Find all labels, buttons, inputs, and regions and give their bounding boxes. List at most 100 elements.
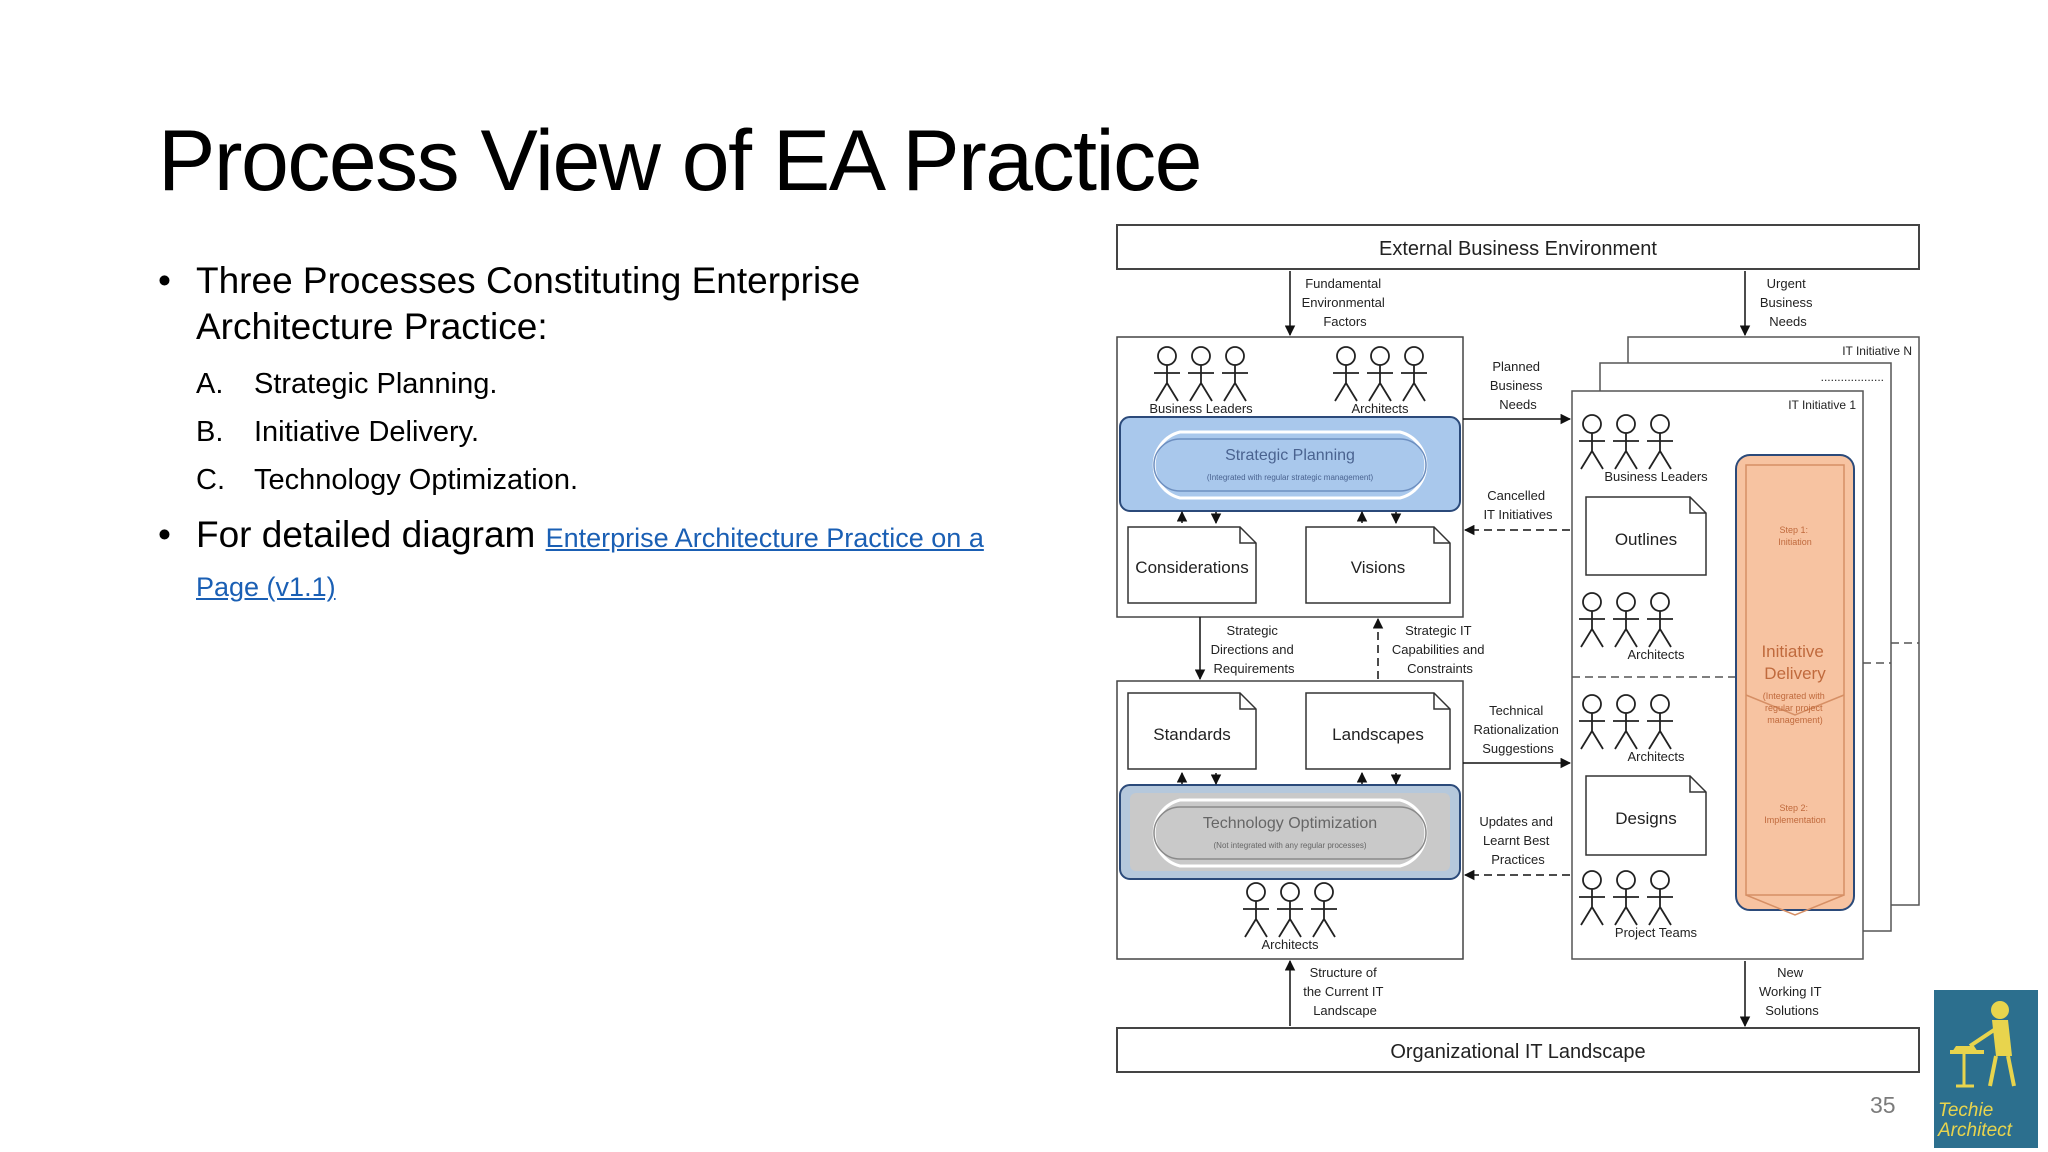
step1-line: Initiation [1778, 537, 1812, 547]
architects-label: Architects [1351, 401, 1409, 416]
person-icon [1154, 346, 1180, 402]
initiative-chevron [1745, 694, 1845, 716]
initiative-delivery-line: Initiative [1761, 642, 1823, 661]
bullet-item: • For detailed diagram Enterprise Archit… [158, 512, 1018, 610]
list-letter: B. [196, 416, 224, 448]
planned-needs-label: Planned Business Needs [1490, 359, 1546, 412]
people-groups [1154, 346, 1673, 938]
org-landscape-box [1116, 1027, 1920, 1073]
person-icon [1613, 870, 1639, 926]
strategic-planning-block [1119, 416, 1461, 512]
updates-practices-label: Updates and Learnt Best Practices [1479, 814, 1556, 867]
list-text: Technology Optimization. [254, 464, 578, 496]
list-letter: A. [196, 368, 224, 400]
logo-text: Architect [1938, 1120, 2012, 1141]
label-line: Cancelled [1487, 488, 1545, 503]
architects-label: Architects [1627, 749, 1685, 764]
architects-group [1243, 882, 1337, 938]
standards-label: Standards [1153, 725, 1231, 744]
technology-optimization-sub: (Not integrated with any regular process… [1214, 841, 1367, 850]
person-icon [1647, 870, 1673, 926]
list-item: A. Strategic Planning. [196, 360, 1018, 408]
logo-figure-icon [1950, 1001, 2016, 1088]
person-icon [1222, 346, 1248, 402]
urgent-needs-label: Urgent Business Needs [1760, 276, 1816, 329]
bullet-list: • Three Processes Constituting Enterpris… [158, 258, 1018, 610]
external-env-label: External Business Environment [1379, 238, 1657, 260]
sub-list: A. Strategic Planning. B.Initiative Deliv… [196, 360, 1018, 504]
person-icon [1188, 346, 1214, 402]
bullet-dot: • [158, 260, 171, 301]
label-line: Needs [1499, 397, 1537, 412]
person-icon [1277, 882, 1303, 938]
label-line: IT Initiatives [1483, 507, 1553, 522]
list-item: B.Initiative Delivery. [196, 408, 1018, 456]
landscapes-doc [1305, 692, 1451, 770]
label-line: the Current IT [1303, 984, 1383, 999]
initiative-delivery-block [1735, 454, 1855, 911]
considerations-doc [1127, 526, 1257, 604]
cancelled-initiatives-label: Cancelled IT Initiatives [1483, 488, 1553, 522]
project-teams-label: Project Teams [1615, 925, 1698, 940]
initiative-delivery-line: Delivery [1764, 664, 1826, 683]
fundamental-factors-label: Fundamental Environmental Factors [1302, 276, 1389, 329]
step2-line: Step 2: [1779, 803, 1808, 813]
step2-label: Step 2: Implementation [1764, 803, 1826, 825]
visions-label: Visions [1351, 558, 1406, 577]
label-line: Capabilities and [1392, 642, 1485, 657]
bullet-dot: • [158, 514, 171, 555]
bullet-text: Three Processes Constituting Enterprise … [196, 260, 861, 347]
person-icon [1647, 414, 1673, 470]
diagram-link[interactable]: Enterprise Architecture Practice on a Pa… [196, 523, 984, 602]
project-teams-group [1579, 870, 1673, 926]
person-icon [1401, 346, 1427, 402]
visions-doc [1305, 526, 1451, 604]
techie-architect-logo: Techie Architect [1934, 990, 2038, 1148]
initiative-sub-line: management) [1767, 715, 1823, 725]
architects-group [1579, 694, 1673, 750]
list-text: Strategic Planning. [254, 368, 498, 400]
org-landscape-label: Organizational IT Landscape [1390, 1041, 1645, 1063]
person-icon [1579, 592, 1605, 648]
initiative-delivery-sub: (Integrated with regular project managem… [1763, 691, 1828, 725]
label-line: Business [1490, 378, 1543, 393]
person-icon [1367, 346, 1393, 402]
page-title: Process View of EA Practice [158, 113, 1202, 209]
technical-rationalization-label: Technical Rationalization Suggestions [1474, 703, 1563, 756]
label-line: Directions and [1211, 642, 1294, 657]
architects-group [1333, 346, 1427, 402]
label-line: Technical [1489, 703, 1543, 718]
considerations-label: Considerations [1135, 558, 1248, 577]
person-icon [1647, 694, 1673, 750]
strategic-it-capabilities-label: Strategic IT Capabilities and Constraint… [1392, 623, 1488, 676]
label-line: Working IT [1759, 984, 1822, 999]
label-line: Fundamental [1305, 276, 1381, 291]
label-line: Updates and [1479, 814, 1553, 829]
person-icon [1613, 694, 1639, 750]
external-env-box [1116, 224, 1920, 270]
architects-group [1579, 592, 1673, 648]
bullet-item: • Three Processes Constituting Enterpris… [158, 258, 1018, 350]
label-line: Solutions [1765, 1003, 1819, 1018]
step1-label: Step 1: Initiation [1778, 525, 1812, 547]
person-icon [1579, 694, 1605, 750]
initiative-sub-line: (Integrated with [1763, 691, 1825, 701]
person-icon [1579, 870, 1605, 926]
label-line: Business [1760, 295, 1813, 310]
standards-doc [1127, 692, 1257, 770]
label-line: Landscape [1313, 1003, 1377, 1018]
label-line: Urgent [1767, 276, 1806, 291]
designs-doc [1585, 775, 1707, 856]
business-leaders-label: Business Leaders [1149, 401, 1253, 416]
business-leaders-group [1579, 414, 1673, 470]
person-icon [1647, 592, 1673, 648]
designs-label: Designs [1615, 809, 1676, 828]
business-leaders-group [1154, 346, 1248, 402]
it-initiative-1-label: IT Initiative 1 [1788, 398, 1856, 412]
person-icon [1579, 414, 1605, 470]
person-icon [1311, 882, 1337, 938]
label-line: New [1777, 965, 1804, 980]
architects-label: Architects [1261, 937, 1319, 952]
technology-optimization-label: Technology Optimization [1203, 815, 1377, 832]
label-line: Learnt Best [1483, 833, 1550, 848]
